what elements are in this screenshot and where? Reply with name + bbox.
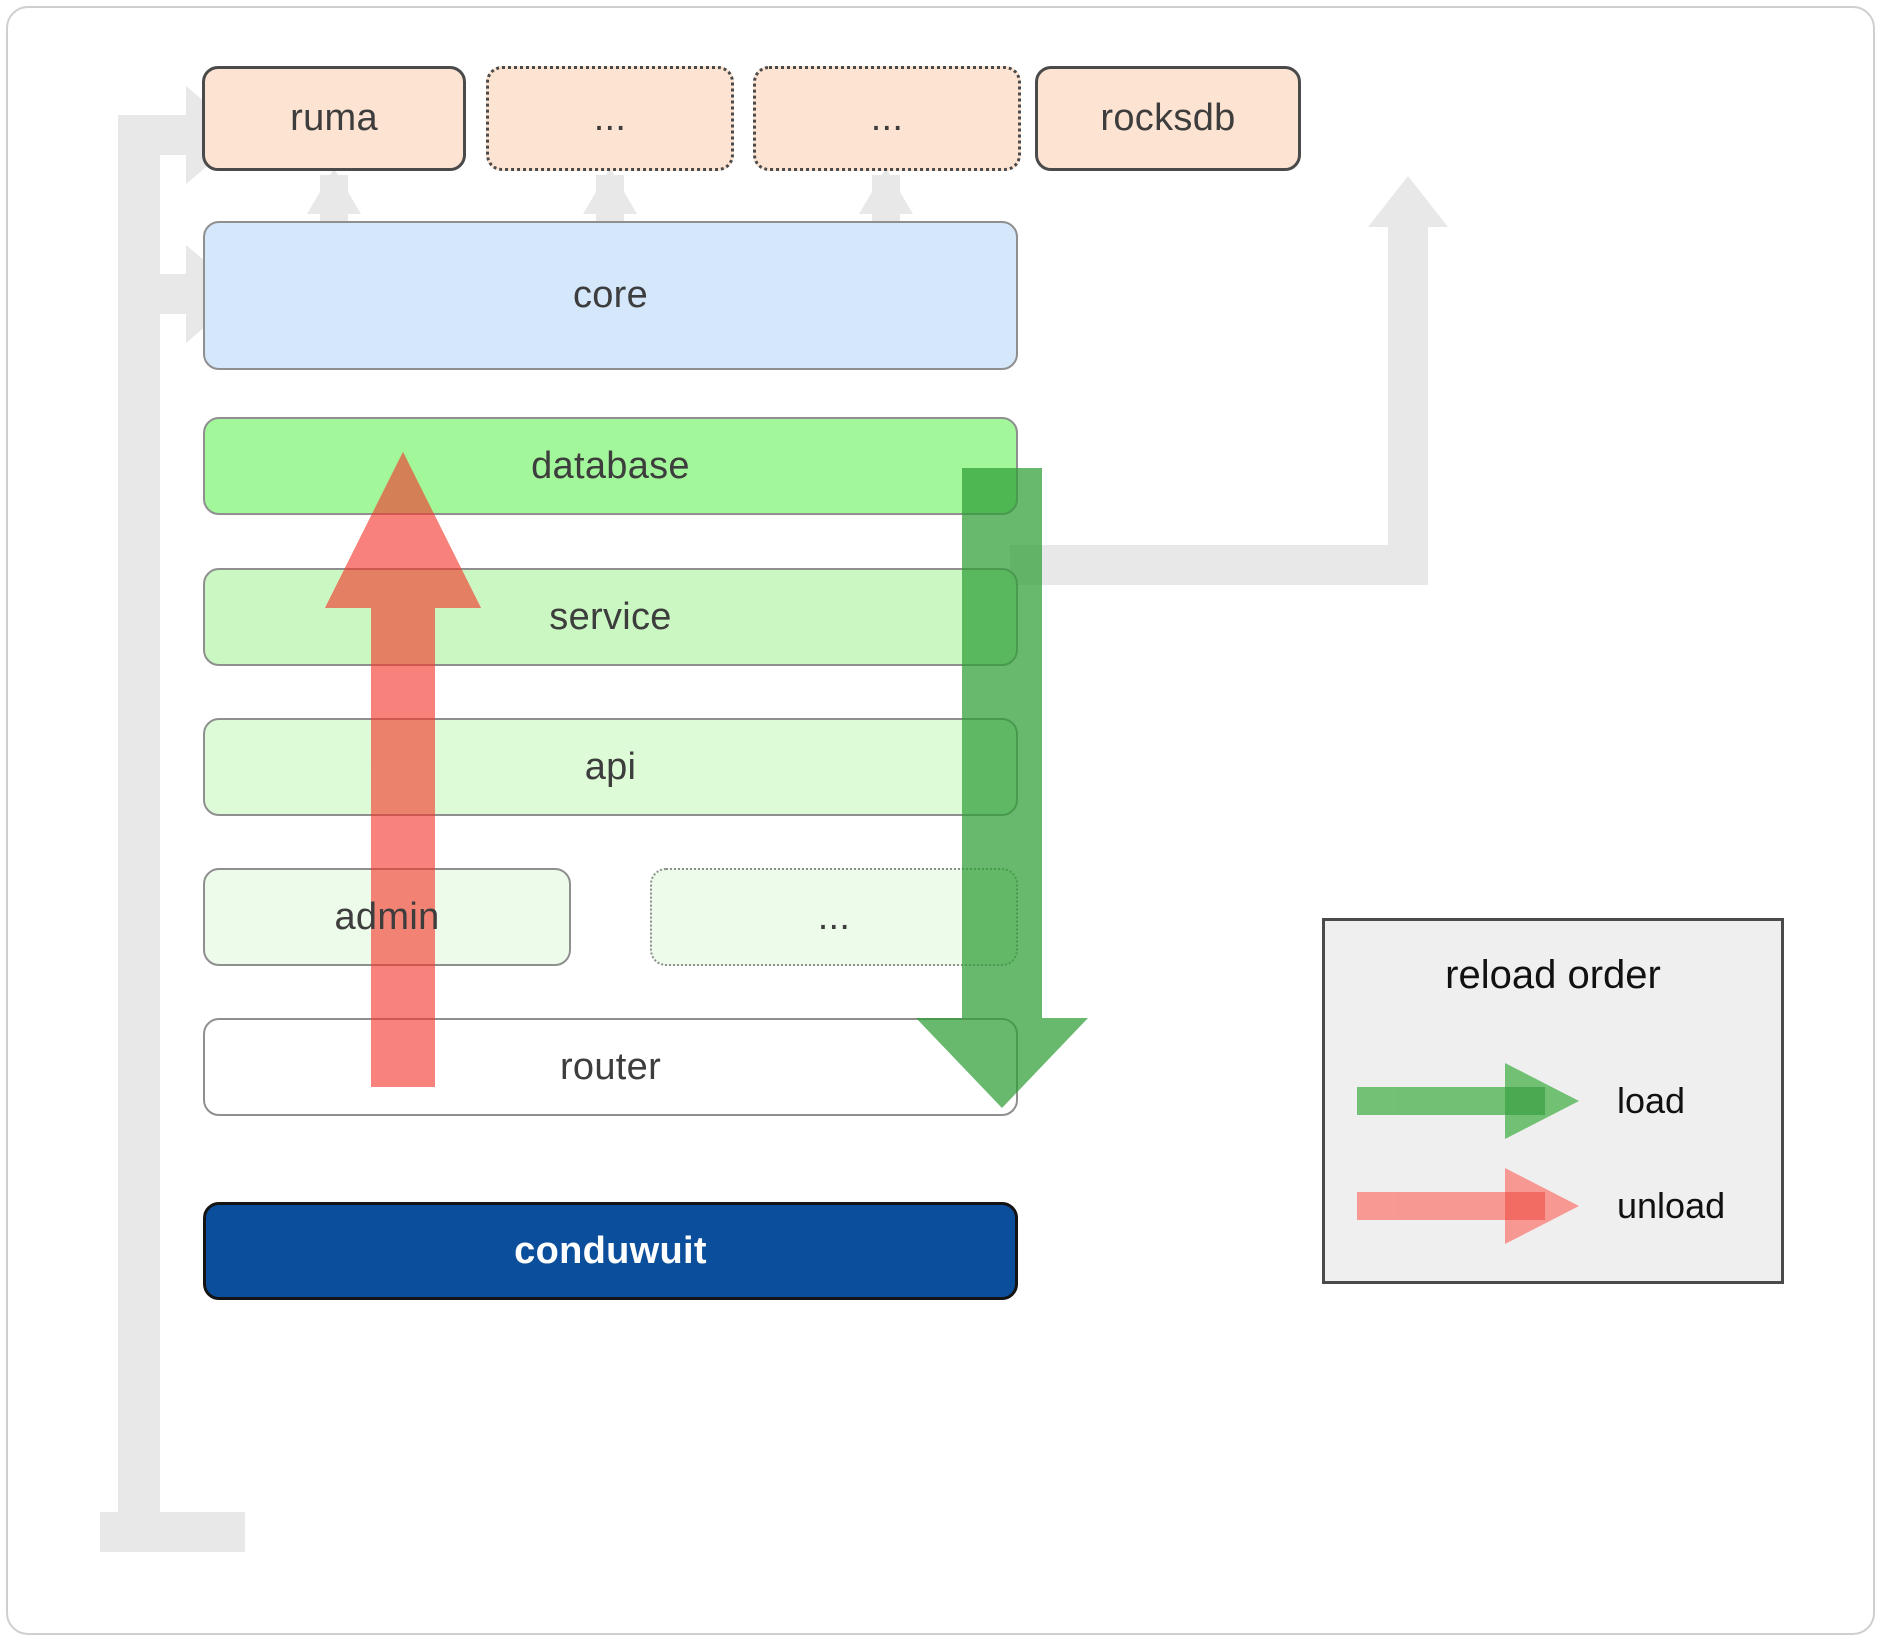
dependency-box-placeholder-1[interactable]: ...	[486, 66, 734, 171]
layer-label: admin	[334, 895, 440, 938]
dependency-label: ruma	[290, 97, 378, 139]
layer-box-core[interactable]: core	[203, 221, 1018, 370]
dependency-box-ruma[interactable]: ruma	[202, 66, 466, 171]
application-box-conduwuit[interactable]: conduwuit	[203, 1202, 1018, 1300]
layer-label: ...	[817, 895, 851, 938]
layer-box-api[interactable]: api	[203, 718, 1018, 816]
legend-arrow-unload	[1357, 1168, 1579, 1244]
legend-label-unload: unload	[1617, 1185, 1726, 1226]
dependency-label: rocksdb	[1100, 97, 1236, 139]
layer-label: api	[584, 745, 637, 788]
dependency-label: ...	[593, 97, 627, 139]
layer-box-admin[interactable]: admin	[203, 868, 571, 966]
legend-label-load: load	[1617, 1080, 1686, 1121]
application-label: conduwuit	[514, 1229, 707, 1272]
legend-title: reload order	[1445, 953, 1661, 997]
layer-box-router[interactable]: router	[203, 1018, 1018, 1116]
layer-box-database[interactable]: database	[203, 417, 1018, 515]
layer-box-placeholder[interactable]: ...	[650, 868, 1018, 966]
layer-label: database	[531, 444, 690, 487]
layer-box-service[interactable]: service	[203, 568, 1018, 666]
layer-label: router	[559, 1045, 662, 1088]
dependency-box-placeholder-2[interactable]: ...	[753, 66, 1021, 171]
legend-arrow-load	[1357, 1063, 1579, 1139]
layer-label: core	[572, 274, 649, 316]
dependency-box-rocksdb[interactable]: rocksdb	[1035, 66, 1301, 171]
layer-label: service	[549, 595, 672, 638]
legend-panel: reload order load unload	[1322, 918, 1784, 1284]
dependency-label: ...	[870, 97, 904, 139]
